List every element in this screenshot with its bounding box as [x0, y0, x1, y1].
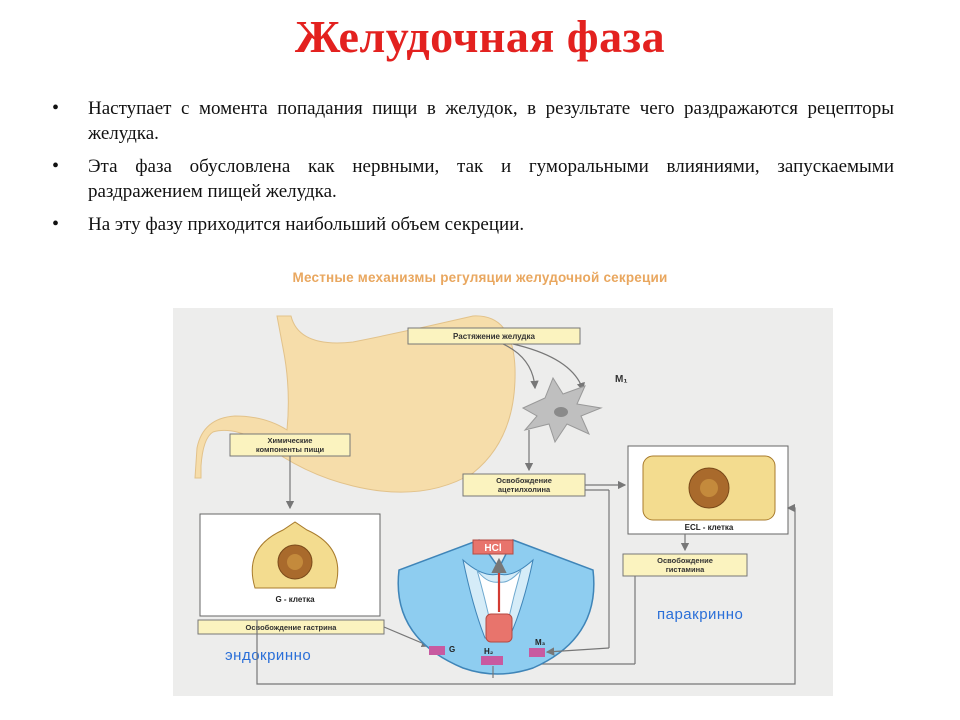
histamine-box: [622, 553, 748, 577]
ecl-cell-label: ECL - клетка: [685, 523, 734, 532]
receptor-g-label: G: [449, 645, 455, 654]
ach-label-line2: ацетилхолина: [498, 485, 551, 494]
arrow-stretch-m1: [512, 343, 585, 392]
hcl-box: [472, 539, 514, 555]
ecl-cell-nucleolus: [700, 479, 718, 497]
paracrine-label: паракринно: [657, 606, 743, 623]
diagram-panel: Растяжение желудка M₁ Химические компоне…: [173, 308, 833, 696]
bullet-item: • Наступает с момента попадания пищи в же…: [52, 96, 894, 146]
hcl-label: HCl: [484, 543, 501, 554]
bullet-text: На эту фазу приходится наибольший объем …: [88, 214, 525, 235]
receptor-g: [429, 646, 445, 655]
ach-label-line1: Освобождение: [496, 476, 552, 485]
g-cell-nucleolus: [287, 554, 303, 570]
bullet-glyph: •: [52, 155, 60, 177]
bullet-glyph: •: [52, 213, 60, 235]
m1-label: M₁: [615, 374, 627, 385]
receptor-h2-label: H₂: [484, 647, 494, 656]
receptor-h2: [481, 656, 503, 665]
regulation-diagram: Растяжение желудка M₁ Химические компоне…: [194, 315, 796, 685]
neuron-nucleus: [554, 407, 568, 417]
bullet-list: • Наступает с момента попадания пищи в же…: [52, 96, 894, 245]
histamine-label-line1: Освобождение: [657, 556, 713, 565]
diagram-title: Местные механизмы регуляции желудочной с…: [292, 270, 668, 285]
bullet-item: • Эта фаза обусловлена как нервными, так …: [52, 154, 894, 204]
stretch-box: [407, 327, 581, 345]
endocrine-label: эндокринно: [225, 647, 311, 664]
chem-label-line2: компоненты пищи: [256, 445, 325, 454]
loop-gastrin-ecl: [256, 503, 796, 685]
bullet-text: Наступает с момента попадания пищи в жел…: [88, 98, 894, 144]
g-cell-label: G - клетка: [275, 595, 315, 604]
slide-title: Желудочная фаза: [294, 11, 666, 62]
chem-label-line1: Химические: [268, 436, 313, 445]
arrow-gastrin-receptor: [383, 626, 431, 648]
bullet-text: Эта фаза обусловлена как нервными, так и…: [88, 156, 894, 202]
bullet-item: • На эту фазу приходится наибольший объе…: [52, 212, 894, 237]
gastrin-label: Освобождение гастрина: [246, 623, 338, 632]
receptor-m3-label: M₃: [535, 638, 546, 647]
receptor-m3: [529, 648, 545, 657]
histamine-label-line2: гистамина: [666, 565, 705, 574]
arrow-stretch-neuron: [502, 343, 539, 390]
stretch-label: Растяжение желудка: [453, 332, 535, 341]
arrow-ach-m3: [545, 647, 610, 656]
bullet-glyph: •: [52, 97, 60, 119]
hcl-granule: [485, 613, 513, 643]
